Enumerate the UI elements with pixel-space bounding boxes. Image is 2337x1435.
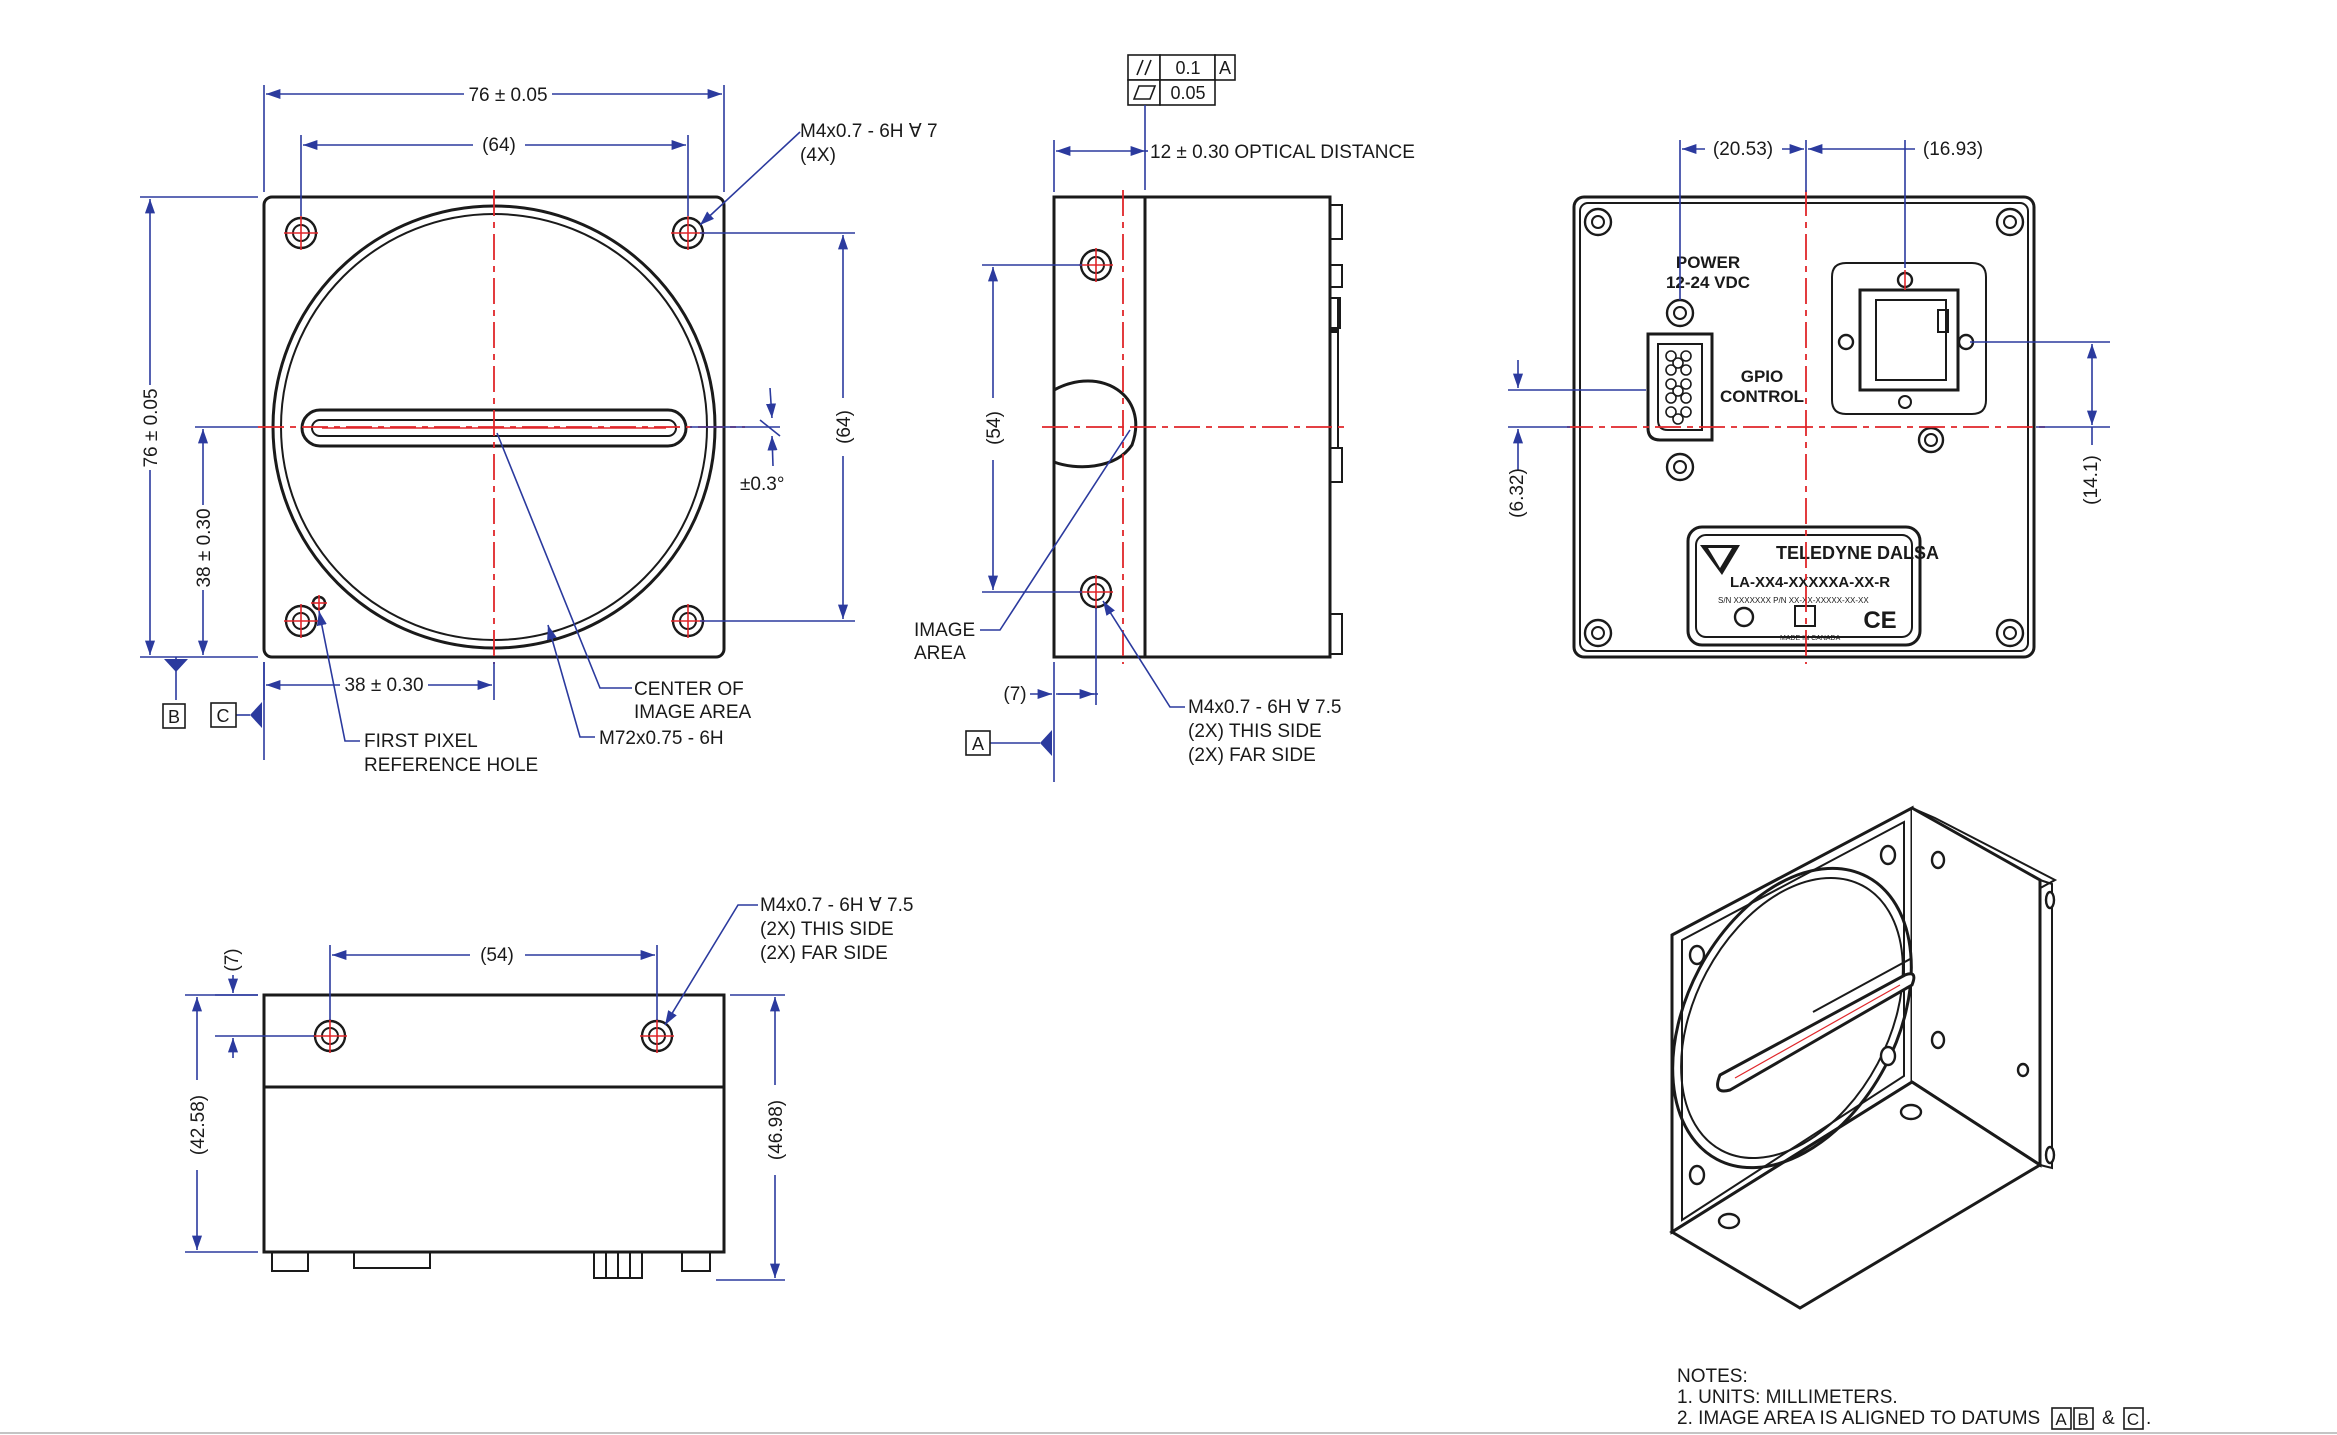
mounting-hole xyxy=(671,216,705,250)
front-center-y-dim: 38 ± 0.30 xyxy=(194,508,215,587)
gpio-label-2: CONTROL xyxy=(1720,387,1804,406)
notes-block: NOTES: 1. UNITS: MILLIMETERS. 2. IMAGE A… xyxy=(1677,1366,2151,1430)
bottom-view: (54) (7) (42.58) (46.98) M4x0.7 - 6H ∀ 7… xyxy=(185,895,913,1281)
front-thread-qty: (4X) xyxy=(800,145,836,166)
side-offset-dim: (7) xyxy=(1003,684,1026,705)
note-2: 2. IMAGE AREA IS ALIGNED TO DATUMS xyxy=(1677,1408,2040,1429)
power-label-2: 12-24 VDC xyxy=(1666,273,1750,292)
side-view: 0.1 A 0.05 12 ± 0.30 OPTICAL DISTANCE (5… xyxy=(914,54,1415,782)
brand-name: TELEDYNE DALSA xyxy=(1776,543,1939,563)
optical-distance: 12 ± 0.30 OPTICAL DISTANCE xyxy=(1150,142,1415,163)
image-area-label-2: AREA xyxy=(914,643,966,664)
rear-dim-right: (16.93) xyxy=(1923,139,1983,160)
bottom-thread-callout: M4x0.7 - 6H ∀ 7.5 xyxy=(760,895,913,916)
side-hole xyxy=(1079,575,1113,609)
model-number: LA-XX4-XXXXXA-XX-R xyxy=(1730,574,1890,591)
bottom-body xyxy=(262,1085,726,1254)
screw-icon xyxy=(1995,618,2025,648)
bottom-hole-spacing-dim: (54) xyxy=(480,945,514,966)
screw-icon xyxy=(1583,207,1613,237)
center-of-image-label-1: CENTER OF xyxy=(634,679,744,700)
rear-dim-vright: (14.1) xyxy=(2081,455,2102,505)
note-amp: & xyxy=(2102,1408,2115,1429)
serial-line: S/N XXXXXXX P/N XX-XX-XXXXX-XX-XX xyxy=(1718,596,1869,605)
first-pixel-label-2: REFERENCE HOLE xyxy=(364,755,538,776)
bottom-hole xyxy=(313,1019,347,1053)
side-hole-spacing-dim: (54) xyxy=(984,411,1005,445)
flatness-tolerance: 0.05 xyxy=(1170,83,1205,103)
screw-icon xyxy=(1583,618,1613,648)
first-pixel-reference-hole xyxy=(311,595,327,611)
note-period: . xyxy=(2146,1408,2151,1429)
datum-b: B xyxy=(168,707,180,727)
first-pixel-label-1: FIRST PIXEL xyxy=(364,731,478,752)
center-of-image-label-2: IMAGE AREA xyxy=(634,702,752,723)
gpio-connector xyxy=(1646,298,1714,482)
front-view: 76 ± 0.05 (64) 76 ± 0.05 38 ± 0.30 38 ± … xyxy=(140,85,938,776)
front-height-dim: 76 ± 0.05 xyxy=(141,388,162,467)
front-center-x-dim: 38 ± 0.30 xyxy=(344,675,423,696)
datum-a: A xyxy=(972,734,984,754)
mounting-hole xyxy=(284,216,318,250)
power-label-1: POWER xyxy=(1676,253,1740,272)
side-thread-callout: M4x0.7 - 6H ∀ 7.5 xyxy=(1188,697,1341,718)
product-label: TELEDYNE DALSA LA-XX4-XXXXXA-XX-R S/N XX… xyxy=(1686,525,1939,647)
front-hole-spacing-dim: (64) xyxy=(482,135,516,156)
bottom-thread-qty-far: (2X) FAR SIDE xyxy=(760,943,888,964)
screw-icon xyxy=(1995,207,2025,237)
rear-dim-left: (20.53) xyxy=(1713,139,1773,160)
parallelism-tolerance: 0.1 xyxy=(1175,58,1200,78)
bottom-height-left: (42.58) xyxy=(188,1095,209,1155)
gpio-label-1: GPIO xyxy=(1741,367,1784,386)
bottom-thread-qty-this: (2X) THIS SIDE xyxy=(760,919,894,940)
mount-thread-callout: M72x0.75 - 6H xyxy=(599,728,724,749)
note-datum-c: C xyxy=(2127,1410,2139,1429)
bottom-offset-dim: (7) xyxy=(222,948,243,971)
notes-title: NOTES: xyxy=(1677,1366,1748,1387)
side-thread-qty-this: (2X) THIS SIDE xyxy=(1188,721,1322,742)
side-hole xyxy=(1079,248,1113,282)
note-1: 1. UNITS: MILLIMETERS. xyxy=(1677,1387,1898,1408)
ethernet-port xyxy=(1831,262,1987,454)
note-datum-b: B xyxy=(2077,1410,2088,1429)
front-width-dim: 76 ± 0.05 xyxy=(468,85,547,106)
front-vertical-hole-spacing-dim: (64) xyxy=(834,410,855,444)
bottom-hole xyxy=(640,1019,674,1053)
mounting-hole xyxy=(284,604,318,638)
rear-dim-vleft: (6.32) xyxy=(1507,468,1528,518)
parallelism-datum: A xyxy=(1219,58,1231,78)
isometric-view xyxy=(1669,805,2058,1310)
mounting-hole xyxy=(671,604,705,638)
note-datum-a: A xyxy=(2055,1410,2067,1429)
front-thread-callout: M4x0.7 - 6H ∀ 7 xyxy=(800,121,938,142)
image-area-label-1: IMAGE xyxy=(914,620,975,641)
bottom-height-right: (46.98) xyxy=(766,1100,787,1160)
datum-c: C xyxy=(217,706,230,726)
side-thread-qty-far: (2X) FAR SIDE xyxy=(1188,745,1316,766)
rotation-tolerance: ±0.3° xyxy=(740,474,784,495)
made-in-label: MADE IN CANADA xyxy=(1780,635,1841,642)
rear-view: POWER 12-24 VDC GPIO CONTROL TELEDYNE DA… xyxy=(1507,139,2110,664)
ce-mark: CE xyxy=(1863,607,1896,634)
